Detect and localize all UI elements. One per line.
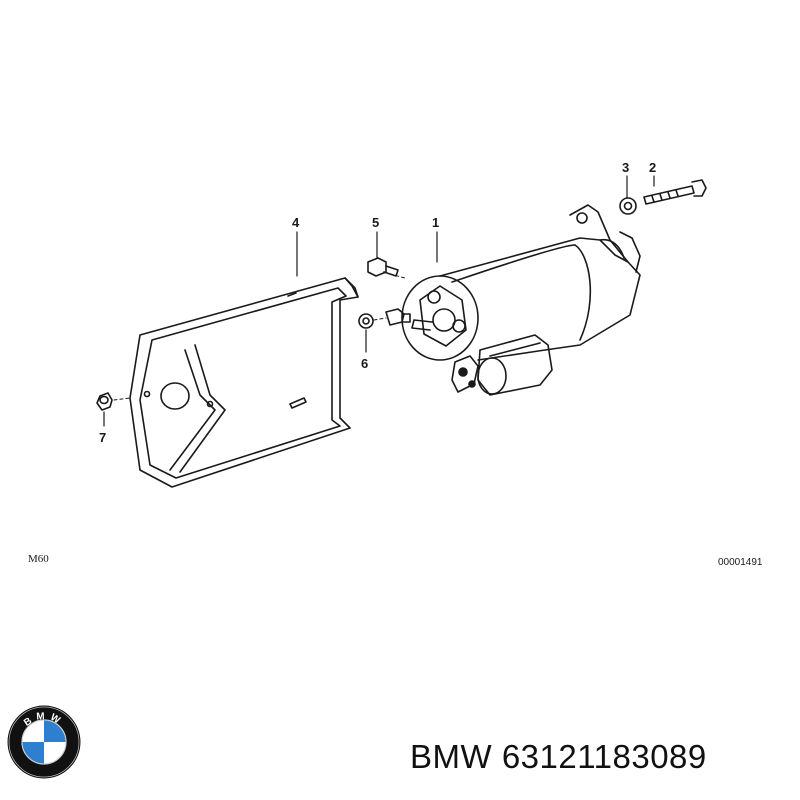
nut-part-7: [96, 392, 131, 411]
heat-shield-bracket: [129, 277, 359, 488]
washer-part-6: [358, 308, 411, 329]
callout-1: 1: [432, 215, 439, 230]
callout-2: 2: [649, 160, 656, 175]
leader-lines: [103, 175, 655, 427]
starter-motor-part-1: [401, 204, 641, 396]
callout-7: 7: [99, 430, 106, 445]
part-number-title: BMW 63121183089: [410, 738, 707, 776]
bolt-part-2: [643, 179, 707, 205]
callout-4: 4: [292, 215, 300, 230]
callout-3: 3: [622, 160, 629, 175]
drawing-code: 00001491: [718, 557, 763, 568]
bmw-logo: BMW: [7, 705, 81, 779]
bolt-part-5: [367, 257, 406, 279]
washer-part-3: [619, 197, 637, 215]
part-number: 63121183089: [501, 738, 707, 775]
engine-label: M60: [28, 553, 49, 565]
callout-6: 6: [361, 356, 368, 371]
callout-5: 5: [372, 215, 379, 230]
brand-name: BMW: [410, 738, 493, 775]
